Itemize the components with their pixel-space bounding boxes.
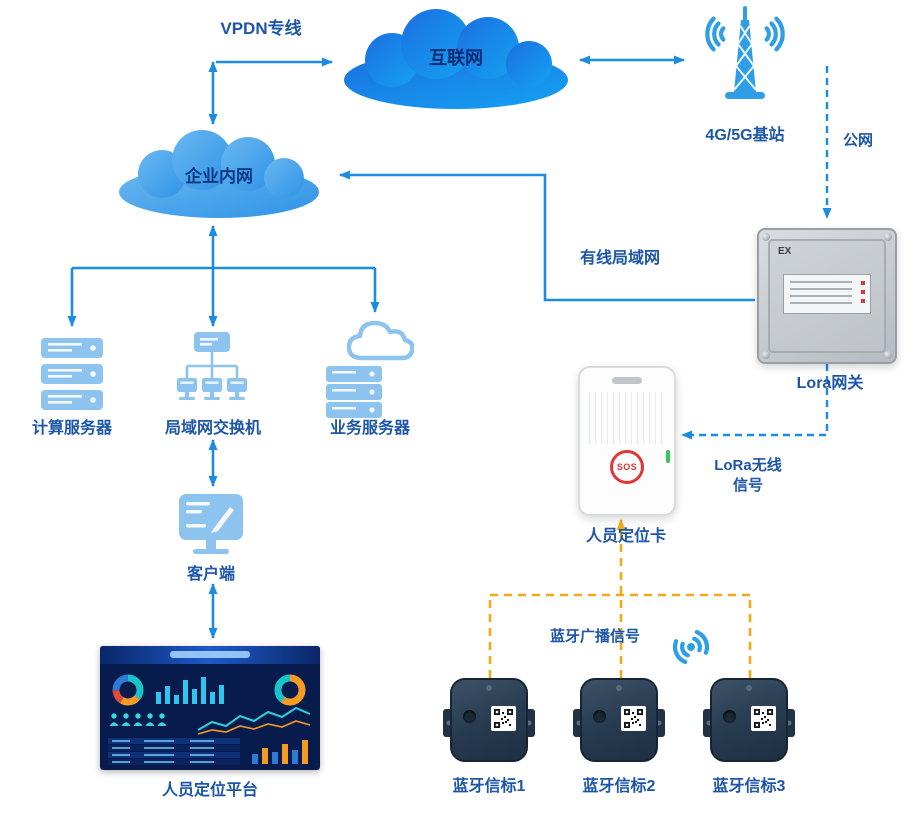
beacon-body	[450, 678, 528, 762]
bt-broadcast-label: 蓝牙广播信号	[549, 628, 640, 645]
screw-icon	[884, 233, 892, 241]
internet-cloud: 互联网	[336, 6, 576, 112]
lora-signal-line2: 信号	[732, 476, 763, 494]
beacon2-label: 蓝牙信标2	[582, 778, 656, 795]
screw-icon	[762, 351, 770, 359]
compute-server-icon	[38, 334, 106, 418]
bluetooth-beacon-device	[703, 678, 795, 766]
beacon-recess	[593, 710, 606, 723]
sos-button: SOS	[610, 450, 644, 484]
beacon3-label: 蓝牙信标3	[712, 778, 786, 795]
screw-icon	[746, 685, 752, 691]
positioning-card-label: 人员定位卡	[585, 528, 666, 545]
arrow-wired-lan	[339, 170, 755, 302]
lanyard-slot	[612, 377, 642, 384]
business-server-icon	[324, 312, 414, 418]
gateway-label-plate	[783, 273, 871, 314]
qr-code-sticker	[621, 706, 646, 731]
wired-lan-label: 有线局域网	[579, 250, 660, 267]
beacon-recess	[463, 710, 476, 723]
gateway-status-leds	[861, 280, 865, 307]
lan-switch-icon	[177, 330, 247, 420]
lora-gateway-label: Lora网关	[796, 375, 864, 392]
bluetooth-beacon-device	[443, 678, 535, 766]
cloud-icon	[344, 9, 568, 109]
cloud-icon	[119, 130, 319, 218]
base-station-label: 4G/5G基站	[705, 127, 785, 144]
beacon-body	[710, 678, 788, 762]
gateway-ex-mark: EX	[778, 246, 792, 257]
bluetooth-beacon-device	[573, 678, 665, 766]
bluetooth-broadcast-icon	[662, 620, 720, 672]
screw-icon	[616, 685, 622, 691]
base-station-icon	[695, 4, 795, 116]
dashboard-graphic	[100, 646, 320, 770]
plate-text-lines	[790, 280, 852, 307]
screw-icon	[762, 233, 770, 241]
screw-icon	[884, 351, 892, 359]
compute-server-label: 计算服务器	[31, 420, 112, 437]
antenna-icon	[705, 6, 785, 99]
vpdn-line-label: VPDN专线	[220, 19, 302, 38]
positioning-card-device: SOS	[578, 366, 676, 516]
screw-icon	[486, 685, 492, 691]
qr-code-sticker	[751, 706, 776, 731]
qr-code-sticker	[491, 706, 516, 731]
lora-signal-label: LoRa无线 信号	[700, 456, 796, 495]
platform-screenshot	[100, 646, 320, 770]
lora-gateway-device: EX	[757, 228, 897, 364]
lora-signal-line1: LoRa无线	[714, 457, 782, 474]
platform-label: 人员定位平台	[161, 782, 258, 799]
intranet-cloud: 企业内网	[112, 126, 326, 220]
beacon1-label: 蓝牙信标1	[452, 778, 526, 795]
intranet-label: 企业内网	[185, 167, 253, 186]
client-label: 客户端	[186, 566, 235, 583]
green-led	[666, 450, 670, 463]
lan-switch-label: 局域网交换机	[164, 420, 261, 437]
beacon-recess	[723, 710, 736, 723]
card-ridges	[589, 392, 665, 444]
business-server-label: 业务服务器	[329, 420, 410, 437]
beacon-body	[580, 678, 658, 762]
internet-label: 互联网	[429, 48, 483, 68]
client-monitor-icon	[178, 492, 244, 562]
public-network-label: 公网	[842, 132, 873, 149]
gateway-panel: EX	[768, 239, 886, 353]
